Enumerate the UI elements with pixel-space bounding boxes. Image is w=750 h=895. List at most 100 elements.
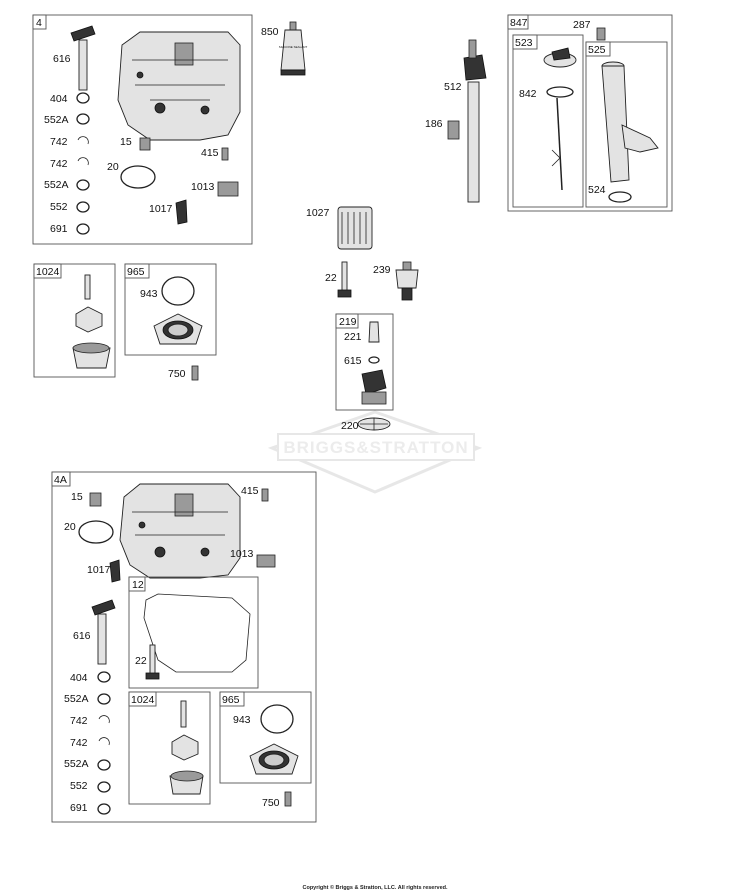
label-742-2: 742 xyxy=(50,158,68,170)
label-20: 20 xyxy=(107,161,119,173)
part-1013-b xyxy=(256,554,276,568)
governor-assembly xyxy=(361,369,387,405)
label-552A-b2: 552A xyxy=(64,758,89,770)
governor-parts-bottom xyxy=(169,700,204,795)
box-4A-frame xyxy=(51,471,317,823)
box-1024-top-frame xyxy=(33,263,116,378)
label-691: 691 xyxy=(50,223,68,235)
part-415 xyxy=(221,147,229,161)
screw-750-bottom xyxy=(284,791,292,807)
label-415: 415 xyxy=(201,147,219,159)
label-616-b: 616 xyxy=(73,630,91,642)
label-552A-b1: 552A xyxy=(64,693,89,705)
screw-287 xyxy=(596,27,606,41)
plug-15 xyxy=(139,137,151,151)
label-1013: 1013 xyxy=(191,181,215,193)
part-616-drawing-b xyxy=(91,599,116,665)
part-1017-b xyxy=(109,559,121,583)
governor-parts-top xyxy=(72,274,111,369)
part-415-b xyxy=(261,488,269,502)
box-525-label: 525 xyxy=(588,44,606,56)
box-1024-bottom-label: 1024 xyxy=(131,694,155,706)
label-512: 512 xyxy=(444,81,462,93)
box-4A-label: 4A xyxy=(54,474,67,486)
box-965-bottom-frame xyxy=(219,691,312,784)
label-20-b: 20 xyxy=(64,521,76,533)
bolt-22 xyxy=(337,261,352,298)
label-850: 850 xyxy=(261,26,279,38)
box-965-top-label: 965 xyxy=(127,266,145,278)
box-965-top-frame xyxy=(124,263,217,356)
box-847-frame xyxy=(507,14,673,212)
dipstick-842 xyxy=(543,47,577,191)
oring-943-top xyxy=(161,276,195,306)
label-404-b: 404 xyxy=(70,672,88,684)
label-1027: 1027 xyxy=(306,207,330,219)
box-4-frame xyxy=(32,14,253,245)
plug-15-b xyxy=(89,492,102,507)
seal-20-b xyxy=(78,520,114,544)
box-4-label: 4 xyxy=(36,17,42,29)
label-1017: 1017 xyxy=(149,203,173,215)
fitting-186 xyxy=(447,120,460,140)
label-186: 186 xyxy=(425,118,443,130)
label-239: 239 xyxy=(373,264,391,276)
part-1017 xyxy=(175,199,188,225)
box-1024-top-label: 1024 xyxy=(36,266,60,278)
box-12-label: 12 xyxy=(132,579,144,591)
crankcase-sump-drawing-bottom xyxy=(119,483,241,579)
label-1017-b: 1017 xyxy=(87,564,111,576)
label-15: 15 xyxy=(120,136,132,148)
label-415-b: 415 xyxy=(241,485,259,497)
crankcase-sump-drawing-top xyxy=(117,31,241,141)
box-12-frame xyxy=(128,576,259,689)
box-847-label: 847 xyxy=(510,17,528,29)
gasket-12 xyxy=(143,593,251,673)
oring-943-bottom xyxy=(260,704,294,734)
label-943-bottom: 943 xyxy=(233,714,251,726)
box-525-frame xyxy=(585,41,668,208)
part-615 xyxy=(368,356,380,364)
label-524: 524 xyxy=(588,184,606,196)
box-965-bottom-label: 965 xyxy=(222,694,240,706)
bolt-22-b xyxy=(149,644,156,676)
box-219-frame xyxy=(335,313,394,411)
part-1013 xyxy=(217,181,239,197)
sealant-tube-850: SILICONE SEALANT xyxy=(279,21,308,76)
label-742-b1: 742 xyxy=(70,715,88,727)
washer-404 xyxy=(76,92,90,104)
part-616-drawing xyxy=(70,25,96,91)
label-404: 404 xyxy=(50,93,68,105)
oil-filter-1027 xyxy=(337,206,373,250)
flange-965-bottom xyxy=(249,743,299,775)
label-552A-1: 552A xyxy=(44,114,69,126)
label-1013-b: 1013 xyxy=(230,548,254,560)
label-220: 220 xyxy=(341,420,359,432)
label-615: 615 xyxy=(344,355,362,367)
watermark-text: BRIGGS&STRATTON xyxy=(283,438,468,457)
label-616: 616 xyxy=(53,53,71,65)
label-221: 221 xyxy=(344,331,362,343)
box-219-label: 219 xyxy=(339,316,357,328)
label-691-b: 691 xyxy=(70,802,88,814)
briggs-stratton-watermark: BRIGGS&STRATTON xyxy=(267,410,483,494)
label-842: 842 xyxy=(519,88,537,100)
part-221 xyxy=(368,321,380,343)
clip-742-1 xyxy=(77,136,89,145)
box-1024-bottom-frame xyxy=(128,691,211,805)
label-742-1: 742 xyxy=(50,136,68,148)
tube-text: SILICONE SEALANT xyxy=(279,45,308,49)
screw-750-top xyxy=(191,365,199,381)
gear-220 xyxy=(357,417,391,431)
label-22-top: 22 xyxy=(325,272,337,284)
tube-525-drawing xyxy=(601,61,659,203)
label-742-b2: 742 xyxy=(70,737,88,749)
label-552A-2: 552A xyxy=(44,179,69,191)
dipstick-tube-512 xyxy=(463,39,487,203)
box-523-label: 523 xyxy=(515,37,533,49)
label-750-bottom: 750 xyxy=(262,797,280,809)
seal-20 xyxy=(120,165,156,189)
label-943-top: 943 xyxy=(140,288,158,300)
sensor-239 xyxy=(395,261,419,301)
